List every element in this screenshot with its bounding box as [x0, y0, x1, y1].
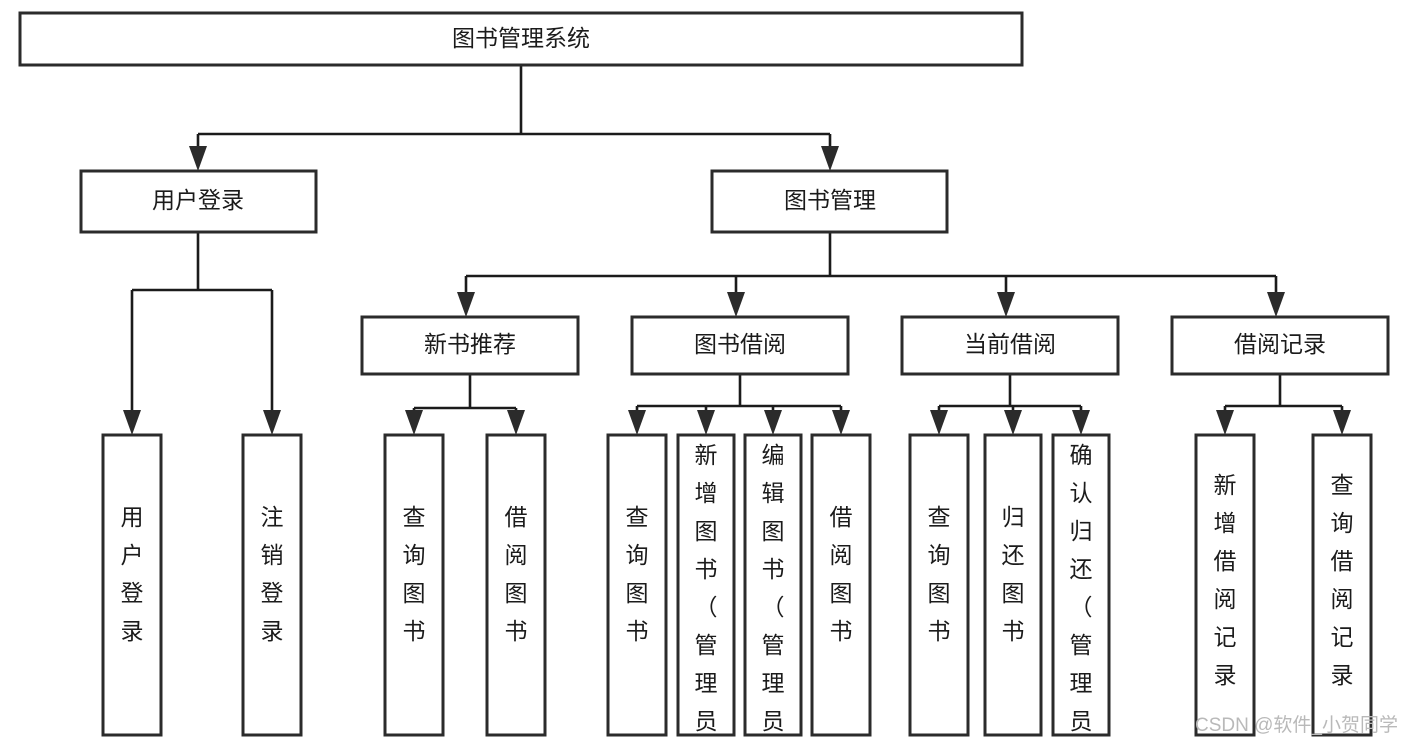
node-leaf-current-return-book-label: 归还图书 — [1002, 504, 1025, 644]
node-user-login-label: 用户登录 — [152, 187, 244, 213]
node-leaf-current-confirm-return[interactable]: 确认归还（管理员） — [1051, 433, 1111, 747]
node-leaf-borrow-add-book[interactable]: 新增图书（管理员） — [676, 433, 736, 747]
node-book-borrow-label: 图书借阅 — [694, 331, 786, 357]
node-leaf-current-return-book[interactable]: 归还图书 — [983, 433, 1043, 737]
node-leaf-user-login-rect[interactable] — [101, 433, 163, 737]
node-leaf-user-logout[interactable]: 注销登录 — [241, 433, 303, 737]
node-leaf-current-confirm-return-rect[interactable] — [1051, 433, 1111, 737]
node-leaf-borrow-edit-book[interactable]: 编辑图书（管理员） — [743, 433, 803, 747]
arrowhead-leaf-rec-query-book — [405, 410, 423, 435]
node-book-manage-label: 图书管理 — [784, 187, 876, 213]
node-leaf-user-logout-rect[interactable] — [241, 433, 303, 737]
node-root-label: 图书管理系统 — [452, 25, 590, 51]
arrowhead-leaf-record-add — [1216, 410, 1234, 435]
node-user-login[interactable]: 用户登录 — [79, 169, 318, 234]
arrowhead-leaf-user-logout — [263, 410, 281, 435]
node-leaf-user-login[interactable]: 用户登录 — [101, 433, 163, 737]
node-leaf-rec-query-book[interactable]: 查询图书 — [383, 433, 445, 737]
node-leaf-rec-borrow-book-rect[interactable] — [485, 433, 547, 737]
nodes-layer: 图书管理系统 用户登录 图书管理 新书推荐 图书借阅 当前借阅 借阅记录 — [18, 11, 1390, 747]
node-leaf-record-query[interactable]: 查询借阅记录 — [1311, 433, 1373, 737]
node-leaf-rec-query-book-rect[interactable] — [383, 433, 445, 737]
node-leaf-borrow-add-book-rect[interactable] — [676, 433, 736, 737]
node-leaf-borrow-edit-book-label: 编辑图书（管理员） — [762, 442, 785, 747]
node-leaf-user-logout-label: 注销登录 — [261, 504, 284, 644]
node-book-manage[interactable]: 图书管理 — [710, 169, 949, 234]
node-new-book-rec-rect[interactable] — [360, 315, 580, 376]
arrowhead-book-borrow — [727, 292, 745, 317]
arrowhead-leaf-record-query — [1333, 410, 1351, 435]
node-leaf-record-add-label: 新增借阅记录 — [1214, 472, 1237, 688]
arrowhead-leaf-borrow-query-book — [628, 410, 646, 435]
node-leaf-current-query-book-rect[interactable] — [908, 433, 970, 737]
arrowhead-new-book-rec — [457, 292, 475, 317]
node-current-borrow-label: 当前借阅 — [964, 331, 1056, 357]
arrowhead-leaf-user-login — [123, 410, 141, 435]
node-leaf-rec-borrow-book[interactable]: 借阅图书 — [485, 433, 547, 737]
node-leaf-borrow-borrow-book-rect[interactable] — [810, 433, 872, 737]
node-leaf-borrow-borrow-book[interactable]: 借阅图书 — [810, 433, 872, 737]
node-leaf-rec-query-book-label: 查询图书 — [403, 504, 426, 644]
node-root-rect[interactable] — [18, 11, 1024, 67]
arrowhead-current-borrow — [997, 292, 1015, 317]
arrowhead-leaf-current-query-book — [930, 410, 948, 435]
csdn-watermark: CSDN @软件_小贺同学 — [1195, 714, 1398, 736]
node-book-manage-rect[interactable] — [710, 169, 949, 234]
node-leaf-record-add-rect[interactable] — [1194, 433, 1256, 737]
node-current-borrow[interactable]: 当前借阅 — [900, 315, 1120, 376]
node-leaf-record-add[interactable]: 新增借阅记录 — [1194, 433, 1256, 737]
node-leaf-borrow-edit-book-rect[interactable] — [743, 433, 803, 737]
arrowhead-book-manage — [821, 146, 839, 171]
node-borrow-record-label: 借阅记录 — [1234, 331, 1326, 357]
node-leaf-current-return-book-rect[interactable] — [983, 433, 1043, 737]
node-leaf-current-query-book-label: 查询图书 — [928, 504, 951, 644]
node-new-book-rec[interactable]: 新书推荐 — [360, 315, 580, 376]
node-leaf-user-login-label: 用户登录 — [121, 504, 144, 644]
arrowhead-leaf-current-return-book — [1004, 410, 1022, 435]
node-user-login-rect[interactable] — [79, 169, 318, 234]
node-leaf-borrow-borrow-book-label: 借阅图书 — [830, 504, 853, 644]
node-leaf-borrow-add-book-label: 新增图书（管理员） — [695, 442, 718, 747]
node-book-borrow-rect[interactable] — [630, 315, 850, 376]
arrowhead-leaf-borrow-edit-book — [764, 410, 782, 435]
node-leaf-record-query-label: 查询借阅记录 — [1331, 472, 1354, 688]
node-leaf-rec-borrow-book-label: 借阅图书 — [505, 504, 528, 644]
node-leaf-current-confirm-return-label: 确认归还（管理员） — [1070, 442, 1093, 747]
node-book-borrow[interactable]: 图书借阅 — [630, 315, 850, 376]
node-root[interactable]: 图书管理系统 — [18, 11, 1024, 67]
node-leaf-current-query-book[interactable]: 查询图书 — [908, 433, 970, 737]
node-borrow-record-rect[interactable] — [1170, 315, 1390, 376]
node-borrow-record[interactable]: 借阅记录 — [1170, 315, 1390, 376]
edges-layer — [123, 65, 1351, 435]
node-leaf-borrow-query-book-label: 查询图书 — [626, 504, 649, 644]
node-new-book-rec-label: 新书推荐 — [424, 331, 516, 357]
arrowhead-borrow-record — [1267, 292, 1285, 317]
node-leaf-record-query-rect[interactable] — [1311, 433, 1373, 737]
arrowhead-leaf-borrow-borrow-book — [832, 410, 850, 435]
arrowhead-leaf-borrow-add-book — [697, 410, 715, 435]
arrowhead-leaf-rec-borrow-book — [507, 410, 525, 435]
node-leaf-borrow-query-book-rect[interactable] — [606, 433, 668, 737]
node-current-borrow-rect[interactable] — [900, 315, 1120, 376]
arrowhead-user-login — [189, 146, 207, 171]
arrowhead-leaf-current-confirm-return — [1072, 410, 1090, 435]
node-leaf-borrow-query-book[interactable]: 查询图书 — [606, 433, 668, 737]
